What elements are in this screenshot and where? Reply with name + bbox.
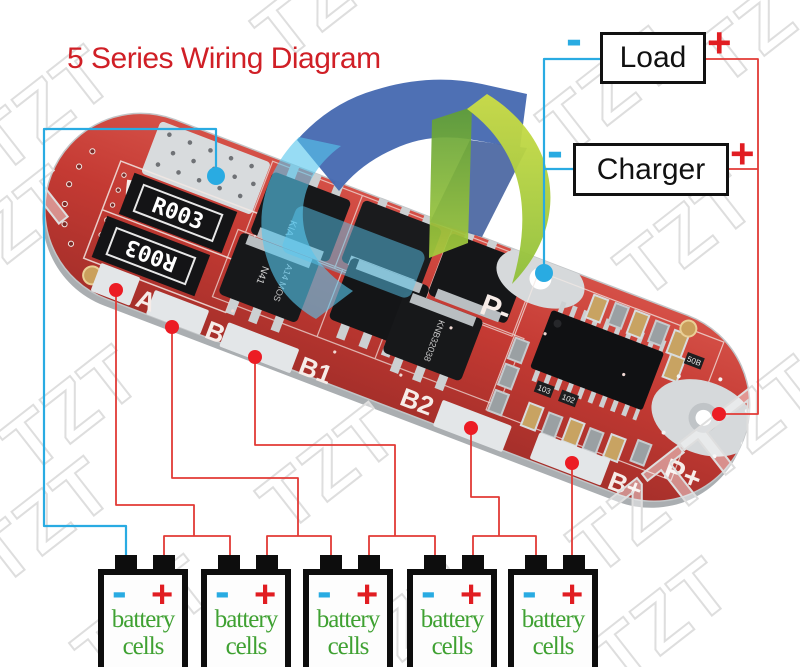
tzt-logo xyxy=(261,79,551,319)
charger-box: Charger xyxy=(573,143,729,196)
battery5-pos-terminal xyxy=(563,555,585,570)
load-negative-sign: - xyxy=(566,13,582,66)
battery5-plus: + xyxy=(561,574,584,616)
battery-cell-2 xyxy=(201,569,291,667)
a-tap-dot xyxy=(109,283,123,297)
logo-lightblue-bar xyxy=(282,206,425,298)
charger-label: Charger xyxy=(596,152,706,186)
logo-lightblue-arc xyxy=(261,137,353,319)
p-minus-tap-dot xyxy=(535,264,553,282)
battery-cell-1 xyxy=(98,569,188,667)
mosfet: KNB32038 xyxy=(383,291,483,393)
vias xyxy=(231,309,626,377)
battery2-pos-terminal xyxy=(256,555,278,570)
logo-green-blade xyxy=(429,107,472,258)
shunt-resistor-1: R003 xyxy=(118,172,238,254)
b2-tap-dot xyxy=(464,421,478,435)
battery2-plus: + xyxy=(254,574,277,616)
battery3-minus: - xyxy=(317,567,332,616)
load-label: Load xyxy=(619,41,687,74)
drill-holes xyxy=(61,148,127,247)
wire-a-tap-feed xyxy=(115,290,195,536)
wire-b2-tap-bar xyxy=(472,535,537,556)
shunt-resistor-2: R003 xyxy=(91,215,211,297)
wire-b2-tap-feed xyxy=(470,428,500,536)
battery2-minus: - xyxy=(215,567,230,616)
wire-b-tap-feed xyxy=(171,327,299,536)
battery-cell-5 xyxy=(508,569,598,667)
battery2-neg-terminal xyxy=(218,555,240,570)
wire-b1-tap-feed xyxy=(254,357,396,536)
battery5-minus: - xyxy=(522,567,537,616)
battery3-neg-terminal xyxy=(320,555,342,570)
charger-positive-sign: + xyxy=(730,130,755,177)
wire-pminus-to-load-neg xyxy=(542,57,600,273)
battery1-minus: - xyxy=(112,567,127,616)
battery4-plus: + xyxy=(460,574,483,616)
battery3-plus: + xyxy=(356,574,379,616)
battery4-minus: - xyxy=(421,567,436,616)
b-minus-pad xyxy=(141,121,270,214)
protection-ic xyxy=(530,301,667,421)
battery4-pos-terminal xyxy=(462,555,484,570)
battery4-neg-terminal xyxy=(424,555,446,570)
wire-a-tap-bar xyxy=(163,535,231,556)
battery5-neg-terminal xyxy=(525,555,547,570)
battery-cell-4 xyxy=(407,569,497,667)
wire-pplus-to-load-pos xyxy=(706,58,759,415)
diagram-title: 5 Series Wiring Diagram xyxy=(67,42,381,75)
battery1-pos-terminal xyxy=(153,555,175,570)
load-positive-sign: + xyxy=(707,19,732,66)
battery3-pos-terminal xyxy=(358,555,380,570)
wire-layer xyxy=(42,57,759,556)
logo-green-crescent xyxy=(467,94,551,284)
smd-components: 103 102 50B xyxy=(486,293,705,467)
battery-cell-3 xyxy=(303,569,393,667)
charger-negative-sign: - xyxy=(547,125,563,178)
battery1-neg-terminal xyxy=(115,555,137,570)
b-plus-tap-dot xyxy=(565,456,579,470)
gold-via xyxy=(679,319,698,338)
bms-board: B- R003 R003 xyxy=(42,112,756,508)
p-plus-tap-dot xyxy=(712,407,726,421)
wire-b-tap-bar xyxy=(266,535,332,556)
load-box: Load xyxy=(600,32,706,84)
battery1-plus: + xyxy=(151,574,174,616)
wire-b1-tap-bar xyxy=(368,535,436,556)
b1-tap-dot xyxy=(248,350,262,364)
b-tap-dot xyxy=(165,320,179,334)
wire-bminus-to-battery1-neg xyxy=(42,127,218,556)
b-minus-tap-dot xyxy=(207,167,225,185)
